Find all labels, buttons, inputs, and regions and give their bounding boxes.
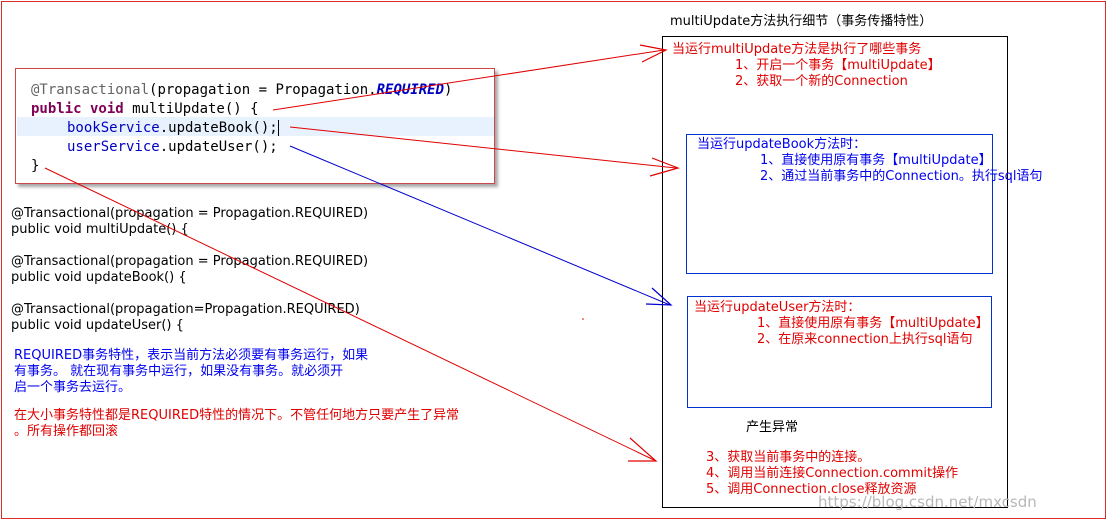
required-note-line-1: REQUIRED事务特性，表示当前方法必须要有事务运行，如果 [14,348,369,363]
final-step-5: 5、调用Connection.close释放资源 [706,482,917,497]
final-step-3: 3、获取当前事务中的连接。 [706,450,871,465]
diagram-title: multiUpdate方法执行细节（事务传播特性） [670,14,933,29]
update-user-heading: 当运行updateUser方法时： [694,300,861,315]
plain-code-line-6: public void updateUser() { [11,318,184,333]
multi-update-step-2: 2、获取一个新的Connection [735,74,908,89]
arrow-update-book [289,126,677,169]
multi-update-heading: 当运行multiUpdate方法是执行了哪些事务 [672,42,922,57]
plain-code-line-2: public void multiUpdate() { [11,222,189,237]
code-line-update-user: userService.updateUser(); [67,138,278,157]
annotation-close: ) [444,82,453,98]
required-note-line-2: 有事务。 就在现有事务中运行，如果没有事务。就必须开 [14,364,344,379]
code-line-update-book: bookService.updateBook(); [67,119,279,138]
update-book-box [686,134,993,274]
plain-code-line-3: @Transactional(propagation = Propagation… [11,254,369,269]
call-update-user: .updateUser(); [159,139,278,155]
arrow-multi-update-head [639,44,668,63]
field-book-service: bookService [67,120,160,136]
arrow-exception-head [628,437,658,462]
exception-label: 产生异常 [746,420,799,435]
required-note-line-3: 启一个事务去运行。 [14,380,132,395]
arrow-update-user-head [645,287,673,306]
plain-code-line-5: @Transactional(propagation=Propagation.R… [11,302,360,317]
update-user-box [687,296,992,408]
plain-code-line-4: public void updateBook() { [11,270,187,285]
update-book-heading: 当运行updateBook方法时： [697,137,867,152]
keyword-text: public void [31,101,124,117]
arrow-multi-update [272,49,665,111]
update-book-step-2: 2、通过当前事务中的Connection。执行sql语句 [760,169,1043,184]
code-line-signature: public void multiUpdate() { [31,100,259,119]
code-editor-snippet: @Transactional(propagation = Propagation… [15,68,495,184]
multi-update-execution-box [662,36,1008,508]
update-user-step-2: 2、在原来connection上执行sql语句 [757,332,973,347]
stray-dot [582,318,584,320]
close-brace: } [31,158,40,174]
annotation-args: (propagation = Propagation. [149,82,377,98]
arrow-update-user [289,145,671,306]
call-update-book: .updateBook(); [159,120,278,136]
rollback-note-line-2: 。所有操作都回滚 [14,424,119,439]
field-user-service: userService [67,139,160,155]
update-user-step-1: 1、直接使用原有事务【multiUpdate】 [757,316,989,331]
rollback-note-line-1: 在大小事务特性都是REQUIRED特性的情况下。不管任何地方只要产生了异常 [14,408,460,423]
code-line-close-brace: } [31,157,39,176]
update-book-step-1: 1、直接使用原有事务【multiUpdate】 [760,153,992,168]
current-line-highlight [17,117,494,136]
arrow-exception [44,167,655,461]
annotation-text: @Transactional [31,82,150,98]
arrow-update-book-head [649,157,680,177]
final-step-4: 4、调用当前连接Connection.commit操作 [706,466,959,481]
method-signature: multiUpdate() { [123,101,259,117]
multi-update-step-1: 1、开启一个事务【multiUpdate】 [735,58,941,73]
watermark: https://blog.csdn.net/mxcsdn [818,493,1037,511]
text-caret [277,120,279,136]
